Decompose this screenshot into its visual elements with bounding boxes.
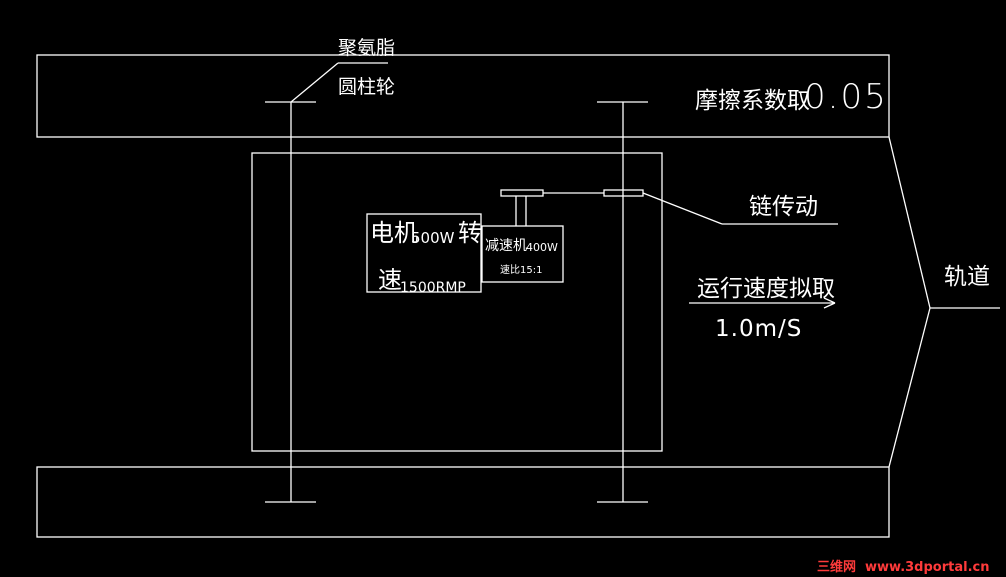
reducer-sprocket xyxy=(500,189,544,226)
reducer-ratio: 速比15:1 xyxy=(500,264,542,276)
lower-rail xyxy=(36,466,890,538)
wheel-leader-line xyxy=(290,62,388,103)
watermark-brand: 三维网 xyxy=(817,559,856,575)
motor-name-suffix: 转 xyxy=(458,219,482,247)
motor-speed: 1500RMP xyxy=(400,280,466,296)
reducer-power: 400W xyxy=(526,241,558,254)
cart-frame xyxy=(251,152,663,452)
friction-label: 摩擦系数取 xyxy=(695,88,810,114)
speed-arrow xyxy=(689,297,836,309)
left-axle xyxy=(265,101,316,503)
wheel-material-line2: 圆柱轮 xyxy=(338,76,395,98)
watermark-url: www.3dportal.cn xyxy=(865,560,989,575)
motor-name-prefix: 电机 xyxy=(370,219,418,247)
upper-rail xyxy=(36,54,890,138)
reducer-box xyxy=(481,225,564,283)
motor-speed-prefix: 速 xyxy=(378,266,402,294)
motor-power: 500W xyxy=(411,229,455,247)
track-label: 轨道 xyxy=(944,264,990,290)
reducer-name: 减速机 xyxy=(485,238,527,254)
speed-label: 运行速度拟取 xyxy=(697,276,835,302)
speed-value: 1.0m/S xyxy=(715,316,802,342)
motor-box xyxy=(366,213,482,293)
chain-drive-label: 链传动 xyxy=(749,194,818,220)
friction-value: 0.05 xyxy=(804,77,888,117)
right-axle xyxy=(597,101,648,503)
track-leader-lines xyxy=(888,136,1000,468)
wheel-material-line1: 聚氨脂 xyxy=(338,37,395,59)
chain-leader-line xyxy=(642,192,838,225)
